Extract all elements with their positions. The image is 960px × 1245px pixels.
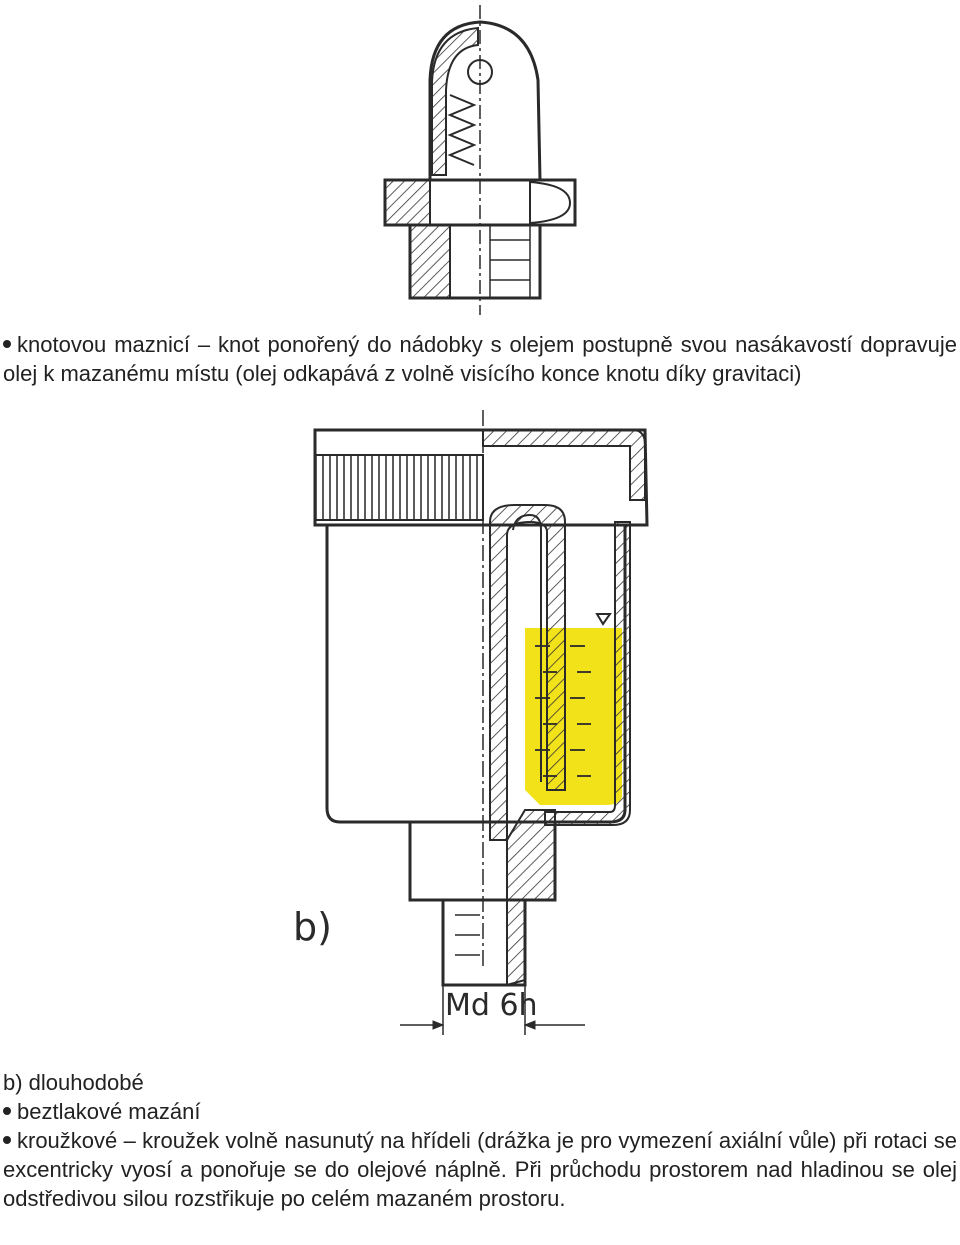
- bullet-icon: [3, 1107, 11, 1116]
- paragraph-text: knotovou maznicí – knot ponořený do nádo…: [3, 332, 957, 386]
- bullet-icon: [3, 1136, 11, 1145]
- paragraph-ring-lubrication: kroužkové – kroužek volně nasunutý na hř…: [3, 1126, 957, 1213]
- caption-text: b) dlouhodobé: [3, 1070, 144, 1095]
- paragraph-pressureless: beztlakové mazání: [3, 1097, 957, 1126]
- paragraph-text: beztlakové mazání: [17, 1099, 201, 1124]
- wick-oiler-drawing: b) Md 6h: [293, 410, 649, 1035]
- paragraph-text: kroužkové – kroužek volně nasunutý na hř…: [3, 1128, 957, 1211]
- dimension-label: Md 6h: [445, 988, 538, 1023]
- caption-b: b) dlouhodobé: [3, 1068, 957, 1097]
- bullet-icon: [3, 340, 11, 349]
- figure-label: b): [293, 905, 332, 949]
- lubricator-nipple-drawing: [383, 5, 577, 315]
- paragraph-wick-lubricator: knotovou maznicí – knot ponořený do nádo…: [3, 330, 957, 388]
